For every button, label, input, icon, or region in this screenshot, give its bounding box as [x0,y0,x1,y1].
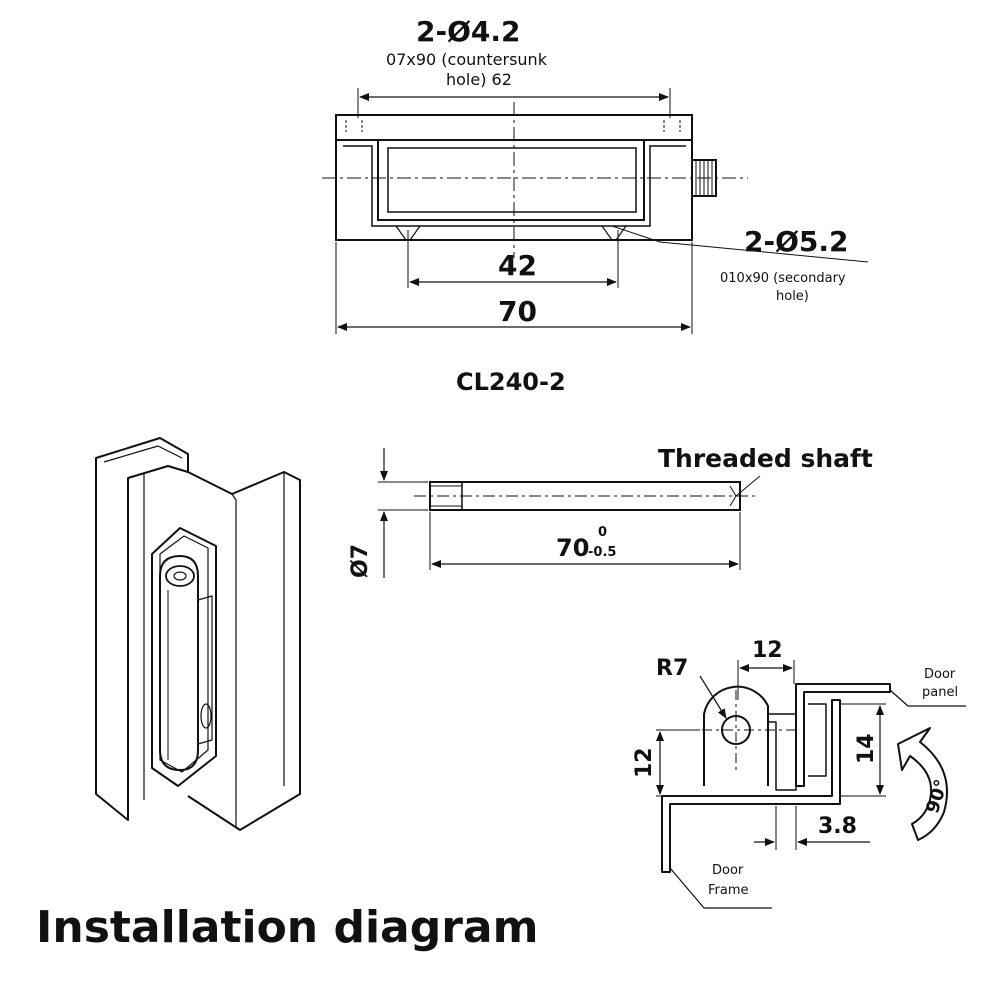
door-frame-label-line2: Frame [708,883,749,898]
dimension-14-right: 14 [854,733,879,764]
countersunk-hole-label: 2-Ø4.2 [416,15,521,48]
dimension-42: 42 [498,249,537,282]
shaft-diameter-label: Ø7 [348,543,373,578]
countersunk-hole-note-line1: 07x90 (countersunk [386,50,547,69]
radius-label: R7 [656,656,689,681]
threaded-shaft-label: Threaded shaft [658,444,873,473]
hinge-isometric-illustration [95,437,301,831]
door-panel-label-line1: Door [924,667,956,682]
countersunk-hole-note-line2: hole) 62 [446,70,512,89]
shaft-length-label: 70 [556,534,590,562]
dimension-3-8: 3.8 [818,814,857,839]
door-frame-label-line1: Door [712,863,744,878]
section-view-drawing [656,660,966,909]
shaft-tolerance-upper: 0 [598,525,608,540]
secondary-hole-note-line1: 010x90 (secondary [720,271,846,286]
dimension-12-left: 12 [632,747,657,778]
dimension-12-top: 12 [752,638,783,663]
model-number: CL240-2 [456,368,566,396]
dimension-70-top: 70 [498,295,537,328]
installation-diagram-title: Installation diagram [36,902,539,953]
shaft-tolerance-lower: -0.5 [588,545,617,560]
top-view-drawing [322,88,869,334]
secondary-hole-note-line2: hole) [776,289,809,304]
door-panel-label-line2: panel [922,685,959,700]
secondary-hole-label: 2-Ø5.2 [744,225,849,258]
shaft-drawing [378,448,761,578]
